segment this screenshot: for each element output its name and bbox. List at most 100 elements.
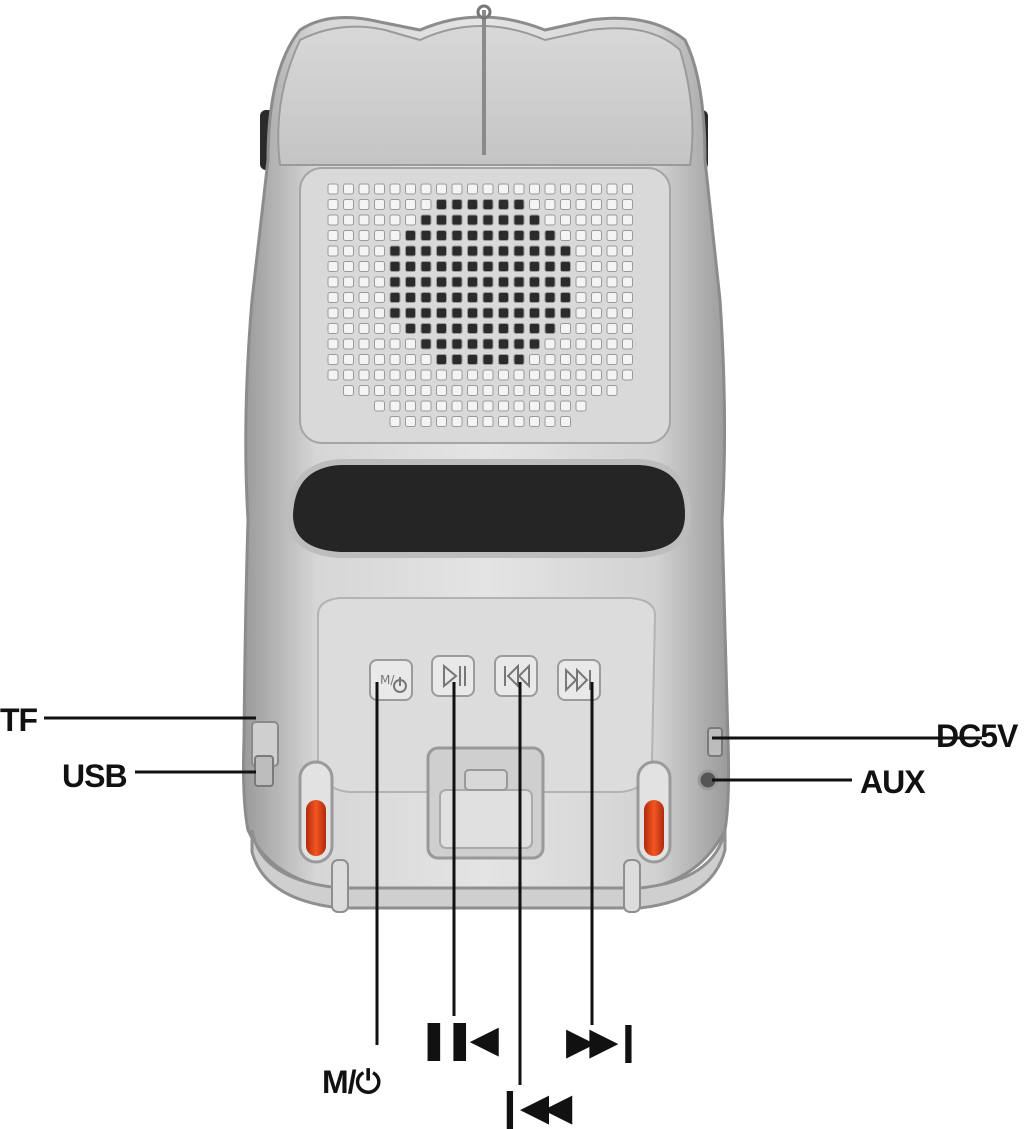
play-pause-icon bbox=[443, 663, 466, 689]
grille-hole bbox=[389, 261, 401, 272]
grille-hole bbox=[405, 276, 416, 288]
grille-hole bbox=[405, 230, 416, 241]
grille-hole bbox=[482, 338, 494, 350]
grille-hole bbox=[529, 307, 540, 319]
grille-hole bbox=[436, 369, 447, 381]
grille-hole bbox=[389, 323, 401, 334]
grille-hole bbox=[405, 323, 416, 334]
grille-hole bbox=[606, 338, 618, 350]
grille-hole bbox=[544, 307, 556, 319]
grille-hole bbox=[374, 199, 385, 210]
speaker-grille bbox=[327, 183, 633, 427]
grille-hole bbox=[420, 307, 432, 319]
grille-hole bbox=[358, 323, 370, 334]
grille-hole bbox=[451, 307, 463, 319]
tf-label: TF bbox=[0, 702, 38, 738]
grille-hole bbox=[420, 338, 432, 350]
grille-hole bbox=[622, 199, 633, 210]
grille-hole bbox=[544, 354, 556, 365]
grille-hole bbox=[544, 323, 556, 334]
grille-hole bbox=[513, 276, 525, 288]
grille-hole bbox=[622, 292, 633, 303]
grille-hole bbox=[482, 400, 494, 412]
grille-hole bbox=[327, 199, 339, 210]
grille-hole bbox=[358, 307, 370, 319]
grille-hole bbox=[560, 307, 571, 319]
grille-hole bbox=[420, 385, 432, 396]
grille-hole bbox=[498, 354, 509, 365]
grille-hole bbox=[420, 261, 432, 272]
grille-hole bbox=[405, 385, 416, 396]
aux-label: AUX bbox=[860, 764, 926, 800]
grille-hole bbox=[389, 385, 401, 396]
grille-hole bbox=[560, 261, 571, 272]
next-track-button[interactable] bbox=[557, 659, 601, 701]
grille-hole bbox=[529, 230, 540, 241]
grille-hole bbox=[482, 307, 494, 319]
grille-hole bbox=[498, 323, 509, 334]
grille-hole bbox=[343, 214, 354, 226]
grille-hole bbox=[358, 183, 370, 195]
grille-hole bbox=[389, 214, 401, 226]
grille-hole bbox=[405, 307, 416, 319]
grille-hole bbox=[389, 292, 401, 303]
grille-hole bbox=[436, 199, 447, 210]
mode-power-button[interactable]: M/ bbox=[369, 659, 413, 701]
grille-hole bbox=[327, 354, 339, 365]
grille-hole bbox=[451, 199, 463, 210]
grille-hole bbox=[513, 183, 525, 195]
previous-track-button[interactable] bbox=[494, 655, 538, 697]
grille-hole bbox=[498, 400, 509, 412]
grille-hole bbox=[560, 183, 571, 195]
grille-hole bbox=[529, 385, 540, 396]
mode-power-label: M/⏻ bbox=[322, 1064, 381, 1100]
grille-hole bbox=[591, 338, 602, 350]
grille-hole bbox=[467, 292, 478, 303]
rear-window bbox=[286, 459, 692, 558]
grille-hole bbox=[343, 245, 354, 257]
grille-hole bbox=[482, 261, 494, 272]
grille-hole bbox=[622, 369, 633, 381]
grille-hole bbox=[575, 354, 587, 365]
grille-hole bbox=[591, 245, 602, 257]
grille-hole bbox=[513, 369, 525, 381]
grille-hole bbox=[436, 400, 447, 412]
grille-hole bbox=[343, 338, 354, 350]
grille-hole bbox=[575, 307, 587, 319]
right-taillight bbox=[636, 760, 672, 864]
grille-hole bbox=[529, 323, 540, 334]
grille-hole bbox=[606, 183, 618, 195]
grille-hole bbox=[436, 416, 447, 427]
grille-hole bbox=[374, 385, 385, 396]
grille-hole bbox=[327, 183, 339, 195]
grille-hole bbox=[374, 307, 385, 319]
grille-hole bbox=[436, 354, 447, 365]
grille-hole bbox=[389, 354, 401, 365]
grille-hole bbox=[606, 276, 618, 288]
grille-hole bbox=[327, 338, 339, 350]
grille-hole bbox=[405, 214, 416, 226]
grille-hole bbox=[575, 338, 587, 350]
grille-hole bbox=[529, 276, 540, 288]
grille-hole bbox=[606, 214, 618, 226]
grille-hole bbox=[467, 307, 478, 319]
grille-hole bbox=[374, 261, 385, 272]
grille-hole bbox=[606, 385, 618, 396]
grille-hole bbox=[420, 400, 432, 412]
grille-hole bbox=[436, 307, 447, 319]
grille-hole bbox=[467, 385, 478, 396]
grille-hole bbox=[420, 416, 432, 427]
grille-hole bbox=[575, 323, 587, 334]
grille-hole bbox=[327, 230, 339, 241]
grille-hole bbox=[467, 230, 478, 241]
grille-hole bbox=[591, 307, 602, 319]
grille-hole bbox=[451, 214, 463, 226]
grille-hole bbox=[606, 292, 618, 303]
grille-hole bbox=[405, 416, 416, 427]
play-pause-button[interactable] bbox=[431, 655, 475, 697]
grille-hole bbox=[374, 292, 385, 303]
grille-hole bbox=[529, 261, 540, 272]
grille-hole bbox=[529, 292, 540, 303]
grille-hole bbox=[420, 323, 432, 334]
